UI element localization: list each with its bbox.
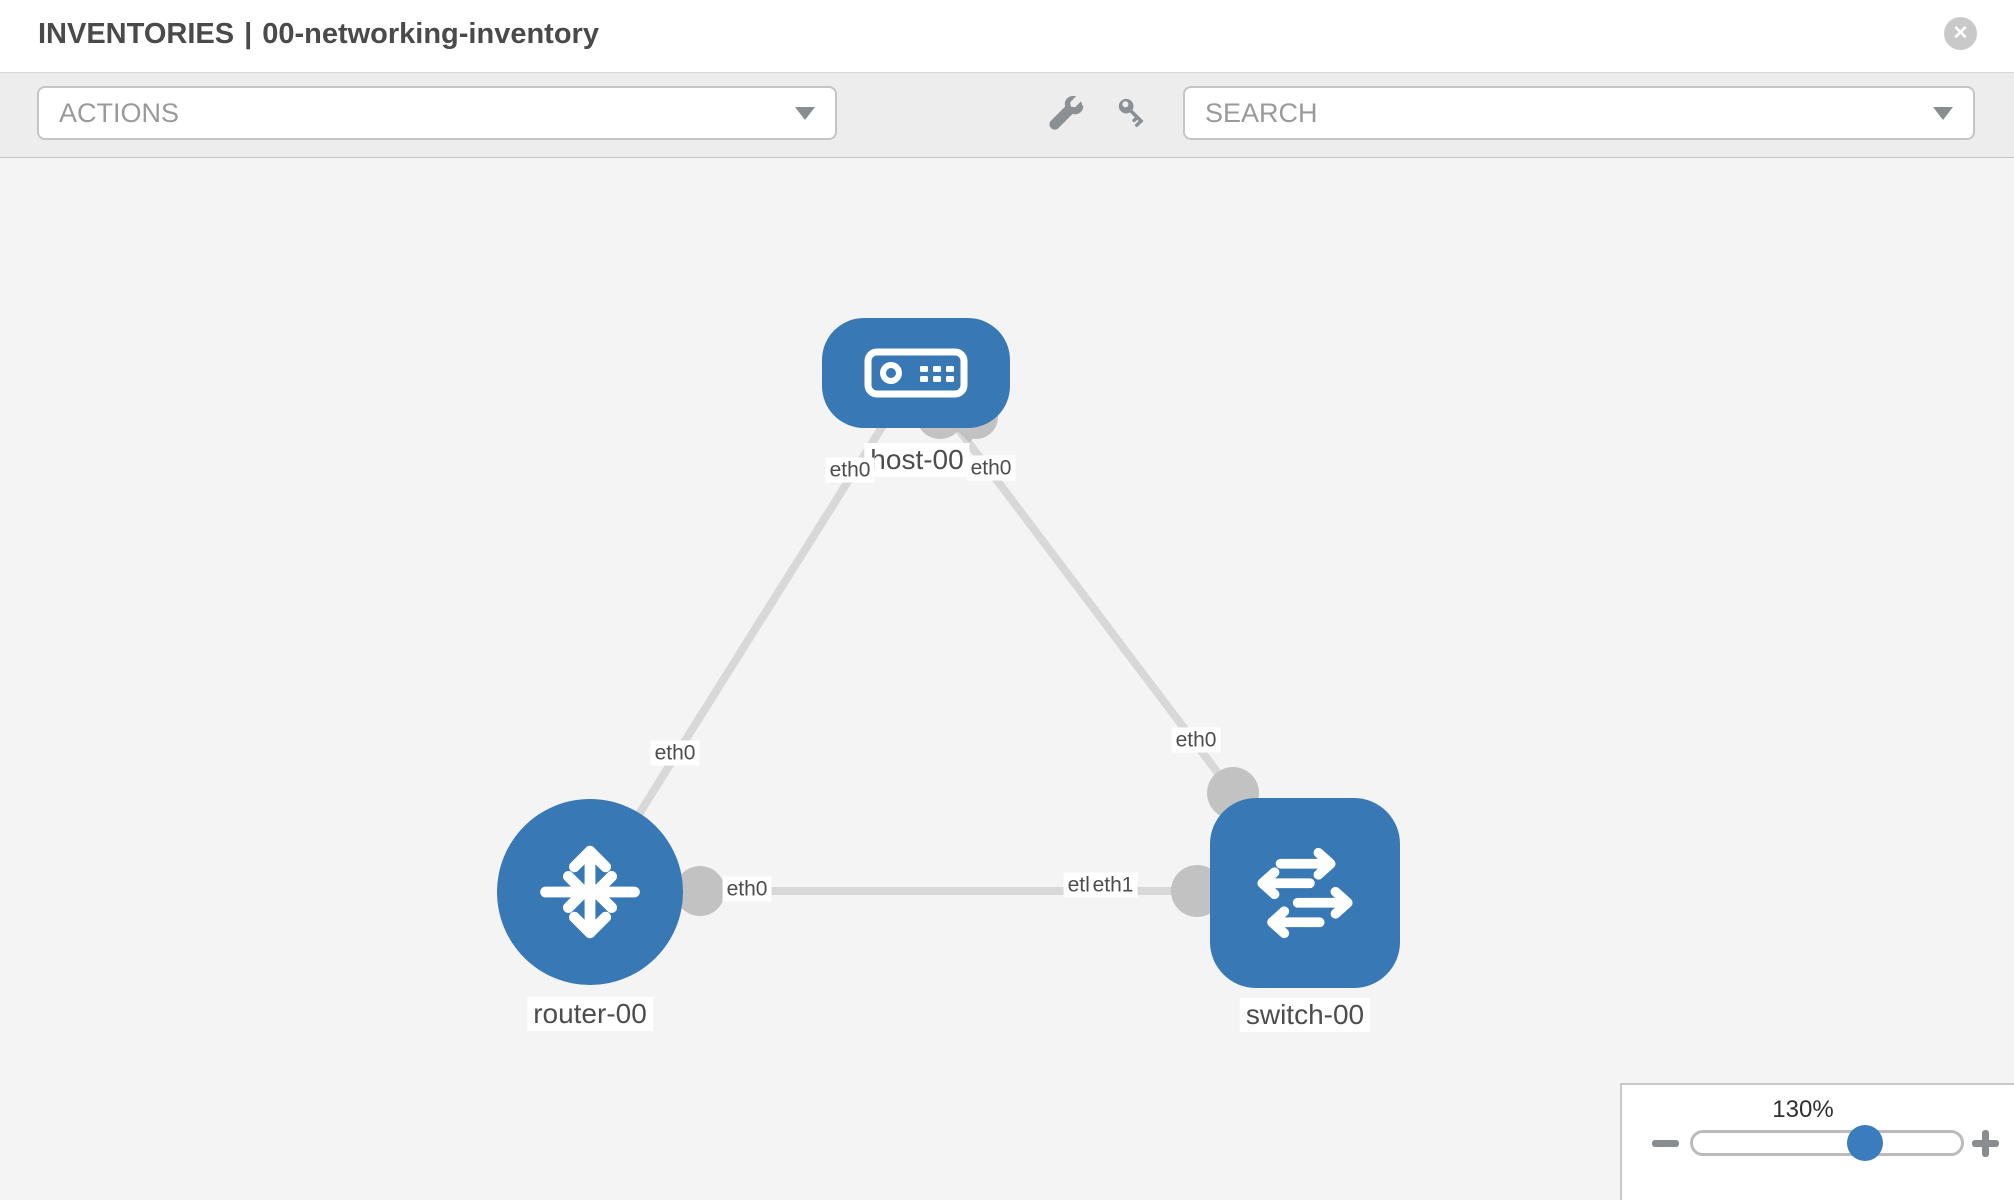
connector-dot-router-right [675, 866, 725, 916]
host-icon [864, 348, 968, 398]
zoom-out-minus-icon[interactable] [1652, 1140, 1679, 1147]
if-label-switch-left-over: eth1 [1088, 872, 1138, 898]
router-icon [540, 845, 640, 939]
wrench-icon[interactable] [1048, 96, 1084, 132]
chevron-down-icon [795, 106, 815, 120]
node-switch-00[interactable] [1210, 798, 1400, 988]
page-title: INVENTORIES | 00-networking-inventory [38, 18, 599, 51]
actions-dropdown[interactable]: ACTIONS [37, 86, 837, 140]
if-label-host-switch-mid: eth0 [1171, 727, 1221, 753]
zoom-level: 130% [1772, 1096, 1834, 1123]
zoom-in-plus-icon[interactable] [1972, 1130, 1999, 1157]
close-icon[interactable]: ✕ [1944, 17, 1977, 50]
if-label-router-right: eth0 [722, 876, 772, 902]
page-header: INVENTORIES | 00-networking-inventory ✕ [0, 0, 2014, 72]
node-label-host: host-00 [864, 443, 970, 477]
switch-icon [1257, 847, 1353, 939]
toolbar: ACTIONS SEARCH [0, 72, 2014, 159]
zoom-slider[interactable] [1690, 1125, 1964, 1161]
breadcrumb-section: INVENTORIES [38, 18, 235, 50]
node-router-00[interactable] [497, 799, 683, 985]
links-layer [586, 370, 1305, 917]
node-label-router: router-00 [527, 997, 653, 1031]
zoom-slider-thumb[interactable] [1846, 1125, 1883, 1161]
node-host-00[interactable] [822, 318, 1010, 428]
if-label-host-left: eth0 [825, 457, 875, 483]
if-label-host-router-mid: eth0 [650, 740, 700, 766]
breadcrumb-separator: | [244, 18, 253, 50]
topology-canvas[interactable]: host-00 router-00 switch-00 eth0 eth0 et… [0, 158, 2014, 1200]
search-dropdown-label: SEARCH [1205, 97, 1318, 128]
search-dropdown[interactable]: SEARCH [1183, 86, 1975, 140]
chevron-down-icon [1933, 106, 1953, 120]
key-icon[interactable] [1116, 96, 1152, 132]
if-label-host-right: eth0 [966, 455, 1016, 481]
inventory-name: 00-networking-inventory [262, 18, 599, 50]
actions-dropdown-label: ACTIONS [59, 97, 180, 128]
zoom-panel: 130% [1620, 1083, 2014, 1200]
node-label-switch: switch-00 [1239, 998, 1371, 1032]
